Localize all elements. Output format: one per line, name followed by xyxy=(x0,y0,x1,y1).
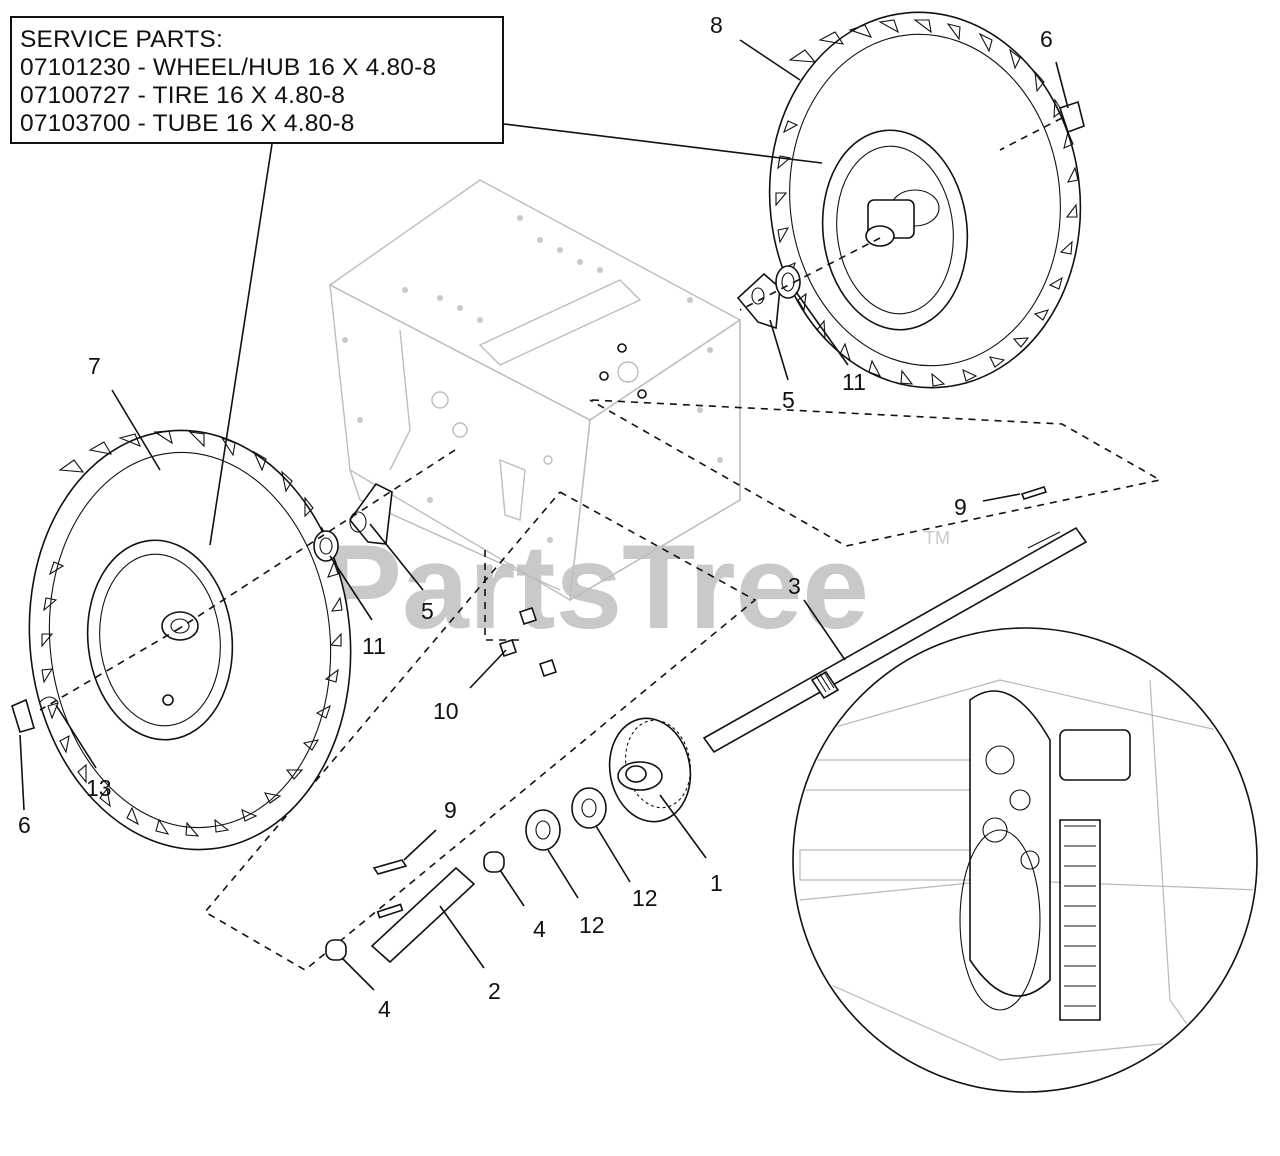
callout-9-upper: 9 xyxy=(954,494,967,520)
washer-12-right xyxy=(571,787,607,829)
clip-6-left xyxy=(11,698,35,733)
callout-8: 8 xyxy=(710,12,723,38)
inset-detail xyxy=(792,627,1258,1093)
callout-numbers: 8 6 7 5 11 9 3 5 11 10 13 6 9 1 12 12 4 … xyxy=(18,12,1053,1022)
callout-5-left: 5 xyxy=(421,598,434,624)
service-part-tube: 07103700 - TUBE 16 X 4.80-8 xyxy=(20,110,355,137)
leader-lines xyxy=(19,39,1069,991)
assembly-box-lower xyxy=(203,491,757,971)
callout-12-right: 12 xyxy=(632,885,658,911)
callout-12-left: 12 xyxy=(579,912,605,938)
wheel-right xyxy=(768,11,1082,389)
callout-9-lower: 9 xyxy=(444,797,457,823)
key-9-lower xyxy=(372,859,408,875)
watermark-text: PartsTree xyxy=(322,520,869,654)
key-9-upper xyxy=(1020,486,1048,500)
callout-4-lower: 4 xyxy=(378,996,391,1022)
callout-10: 10 xyxy=(433,698,459,724)
watermark-trademark: TM xyxy=(924,528,950,548)
callout-6-left: 6 xyxy=(18,812,31,838)
drive-gear xyxy=(608,717,692,823)
callout-1: 1 xyxy=(710,870,723,896)
bracket-5-left xyxy=(348,482,393,545)
shaft-2 xyxy=(370,866,476,964)
spacer-4-upper xyxy=(483,851,505,873)
callout-5-right: 5 xyxy=(782,387,795,413)
service-part-wheel-hub: 07101230 - WHEEL/HUB 16 X 4.80-8 xyxy=(20,54,437,81)
washer-11-left xyxy=(313,530,339,562)
axle-shaft xyxy=(702,526,1088,754)
service-parts-heading: SERVICE PARTS: xyxy=(20,26,223,53)
callout-6-right: 6 xyxy=(1040,26,1053,52)
service-part-tire: 07100727 - TIRE 16 X 4.80-8 xyxy=(20,82,346,109)
washer-11-right xyxy=(775,265,801,299)
wheel-left xyxy=(28,429,352,851)
callout-7: 7 xyxy=(88,353,101,379)
clip-6-right xyxy=(1058,100,1085,134)
callout-2: 2 xyxy=(488,978,501,1004)
assembly-box-right xyxy=(589,399,1163,547)
callout-3: 3 xyxy=(788,573,801,599)
callout-11-right: 11 xyxy=(842,369,866,395)
washer-12-left xyxy=(525,809,561,851)
callout-11-left: 11 xyxy=(362,633,386,659)
callout-4-upper: 4 xyxy=(533,916,546,942)
assembly-box-frame xyxy=(484,550,525,641)
service-parts-box: SERVICE PARTS: 07101230 - WHEEL/HUB 16 X… xyxy=(10,16,504,144)
callout-13: 13 xyxy=(86,775,112,801)
spacer-4-lower xyxy=(325,939,347,961)
frame-housing xyxy=(328,179,742,602)
